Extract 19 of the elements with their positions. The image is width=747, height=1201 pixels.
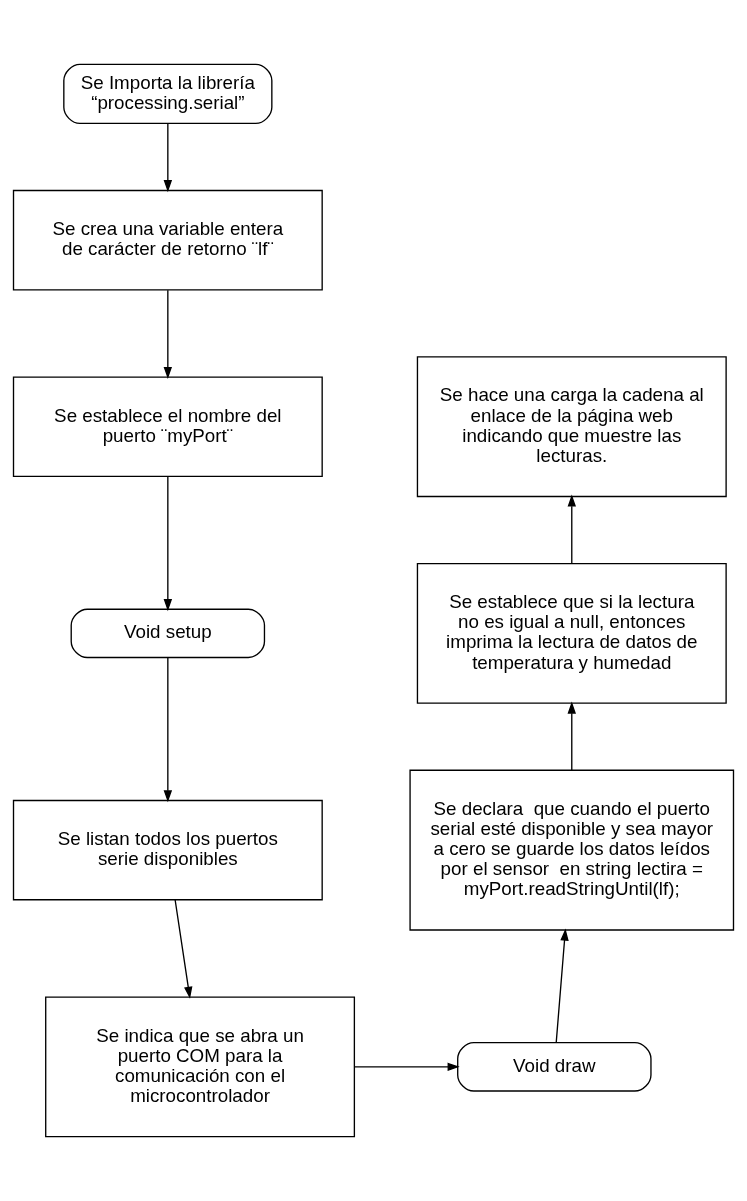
node-box: Se indica que se abra un puerto COM para la comunicación con el microcontrolador bbox=[45, 996, 356, 1138]
arrow bbox=[555, 928, 569, 1043]
arrow bbox=[174, 899, 193, 999]
arrow bbox=[567, 701, 576, 771]
node-box: Se declara que cuando el puerto serial esté disponible y sea mayor a cero se guarde los datos leídos por el sensor en string lectira = myPort.readStringUntil(lf); bbox=[409, 769, 735, 931]
arrow bbox=[163, 289, 173, 379]
arrow bbox=[163, 656, 173, 803]
node-box: Se crea una variable entera de carácter de retorno ¨lf¨ bbox=[12, 189, 323, 291]
node-box: Se Importa la librería “processing.serial” bbox=[63, 63, 273, 125]
node-box: Se hace una carga la cadena al enlace de la página web indicando que muestre las lecturas. bbox=[416, 356, 727, 498]
arrow bbox=[163, 475, 173, 612]
arrow bbox=[354, 1062, 460, 1072]
node-box: Void draw bbox=[457, 1042, 652, 1092]
node-box: Void setup bbox=[70, 608, 266, 659]
node-box: Se establece que si la lectura no es igual a null, entonces imprima la lectura de datos de temperatura y humedad bbox=[416, 562, 727, 704]
arrow bbox=[567, 494, 576, 565]
node-box: Se listan todos los puertos serie disponibles bbox=[12, 799, 323, 901]
node-box: Se establece el nombre del puerto ¨myPort¨ bbox=[12, 376, 323, 478]
arrow bbox=[163, 122, 173, 193]
